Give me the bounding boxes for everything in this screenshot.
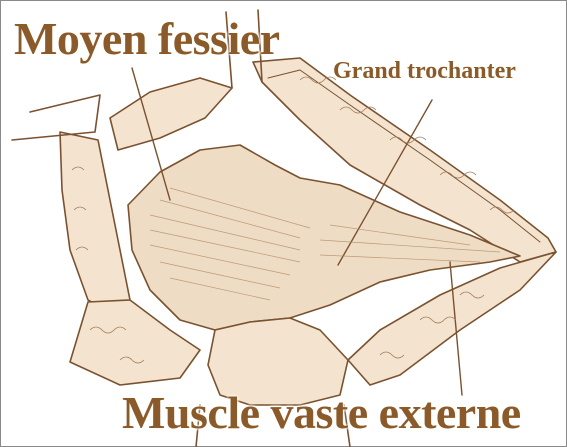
upper-left-retracted-flap [110, 78, 232, 150]
left-retracted-flap [60, 132, 130, 318]
label-moyen-fessier: Moyen fessier [14, 12, 280, 65]
label-muscle-vaste-externe: Muscle vaste externe [122, 386, 521, 439]
left-retractor-handle [12, 95, 100, 140]
label-grand-trochanter: Grand trochanter [333, 58, 516, 85]
